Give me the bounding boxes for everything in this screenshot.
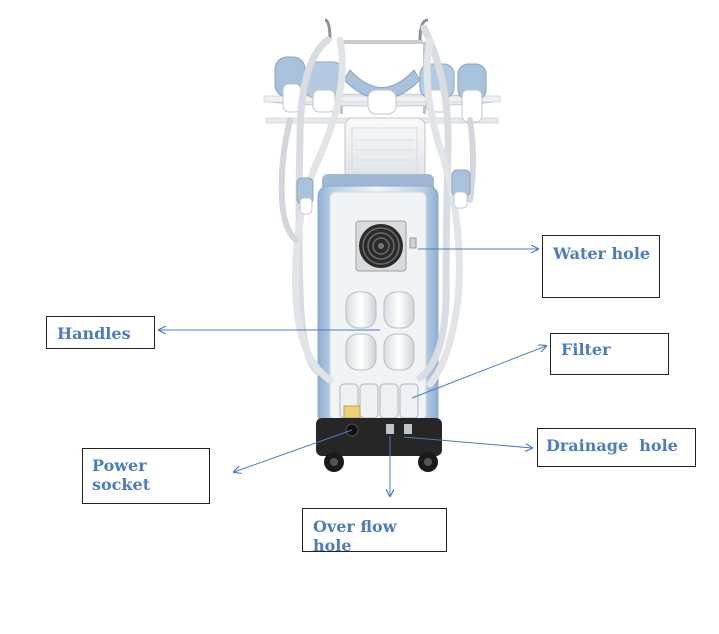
handles-label: Handles bbox=[46, 316, 155, 349]
filter-label: Filter bbox=[550, 333, 669, 375]
leader-lines bbox=[159, 249, 546, 496]
top-applicators bbox=[274, 56, 487, 123]
filter-arrow bbox=[411, 346, 546, 399]
drainage-hole-arrow bbox=[403, 436, 532, 448]
power-socket-arrow bbox=[234, 429, 353, 472]
screen-housing bbox=[344, 117, 426, 181]
hoses bbox=[278, 24, 476, 388]
filter-bottles bbox=[339, 383, 419, 419]
water-hole-label: Water hole bbox=[542, 235, 660, 298]
side-applicators bbox=[296, 169, 471, 215]
drainage-hole-label: Drainage hole bbox=[537, 428, 696, 467]
power-socket-label: Power socket bbox=[82, 448, 210, 504]
machine-base bbox=[316, 418, 442, 472]
overflow-hole-label: Over flow hole bbox=[302, 508, 447, 555]
handles-group bbox=[345, 291, 415, 371]
fan-grille bbox=[355, 220, 417, 272]
